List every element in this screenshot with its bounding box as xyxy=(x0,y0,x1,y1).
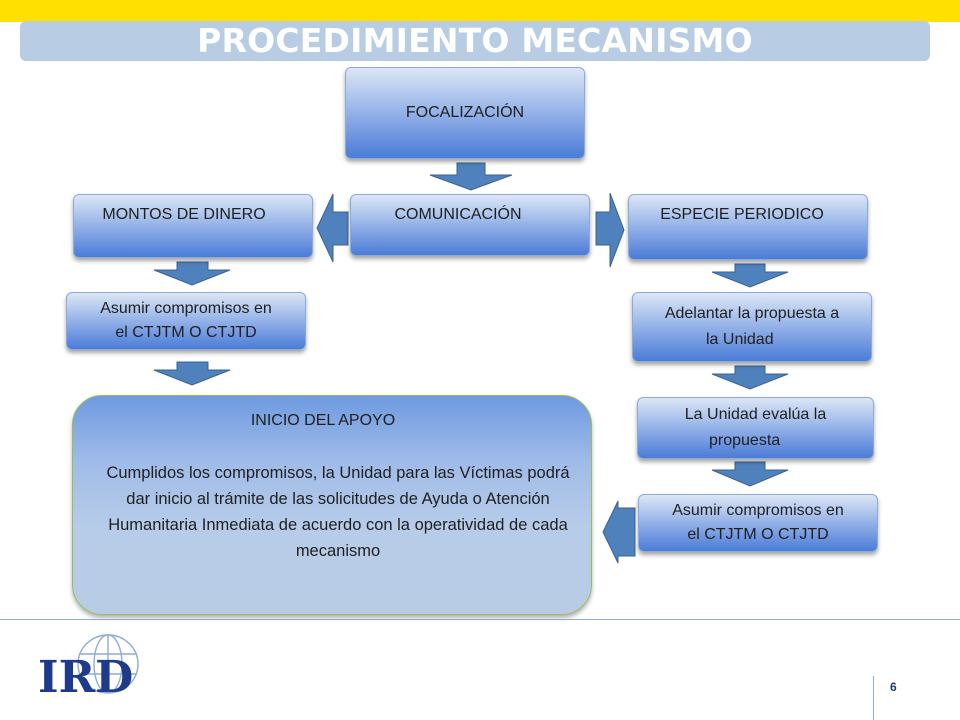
node-asumir-compromisos-right: Asumir compromisos en el CTJTM O CTJTD xyxy=(638,494,878,552)
node-adelantar-propuesta: Adelantar la propuesta a la Unidad xyxy=(632,292,872,362)
top-accent-bar xyxy=(0,0,960,22)
node-inicio-del-apoyo: INICIO DEL APOYO Cumplidos los compromis… xyxy=(72,395,592,615)
page-title: PROCEDIMIENTO MECANISMO xyxy=(197,21,753,60)
node-focalizacion-label: FOCALIZACIÓN xyxy=(405,104,525,121)
node-asumir-compromisos-left: Asumir compromisos en el CTJTM O CTJTD xyxy=(66,292,306,350)
node-comunicacion: COMUNICACIÓN xyxy=(350,194,590,256)
arrow-right-especie xyxy=(595,192,625,268)
footer-divider xyxy=(0,619,960,620)
node-adelantar-line2: la Unidad xyxy=(706,331,774,348)
arrow-down-evalua xyxy=(711,461,789,487)
node-especie-label: ESPECIE PERIODICO xyxy=(660,206,824,223)
arrow-down-adelantar xyxy=(711,365,789,390)
node-unidad-evalua: La Unidad evalúa la propuesta xyxy=(637,397,874,459)
logo-text: IRD xyxy=(38,652,133,698)
inicio-title: INICIO DEL APOYO xyxy=(250,412,396,429)
node-especie-periodico: ESPECIE PERIODICO xyxy=(628,194,868,260)
node-asumir-left-line1: Asumir compromisos en xyxy=(100,300,272,317)
footer-separator xyxy=(873,676,874,720)
node-adelantar-line1: Adelantar la propuesta a xyxy=(664,305,840,322)
ird-logo: IRD xyxy=(38,634,139,698)
inicio-body: Cumplidos los compromisos, la Unidad par… xyxy=(106,464,570,560)
node-asumir-right-line2: el CTJTM O CTJTD xyxy=(687,526,829,543)
arrow-down-especie xyxy=(711,263,789,288)
node-asumir-right-line1: Asumir compromisos en xyxy=(672,502,844,519)
node-focalizacion: FOCALIZACIÓN xyxy=(345,67,585,159)
node-comunicacion-label: COMUNICACIÓN xyxy=(394,206,522,223)
arrow-left-montos xyxy=(316,193,349,263)
node-montos-label: MONTOS DE DINERO xyxy=(102,206,266,223)
arrow-down-focalizacion xyxy=(429,162,513,191)
arrow-left-inicio xyxy=(602,500,636,564)
arrow-down-asumir-left xyxy=(153,361,231,386)
node-montos-de-dinero: MONTOS DE DINERO xyxy=(73,194,313,258)
page-number: 6 xyxy=(890,680,897,694)
node-evalua-line1: La Unidad evalúa la xyxy=(684,406,827,423)
title-bar xyxy=(20,21,930,61)
arrow-down-montos xyxy=(153,261,231,286)
node-asumir-left-line2: el CTJTM O CTJTD xyxy=(115,324,257,341)
node-evalua-line2: propuesta xyxy=(709,432,781,449)
